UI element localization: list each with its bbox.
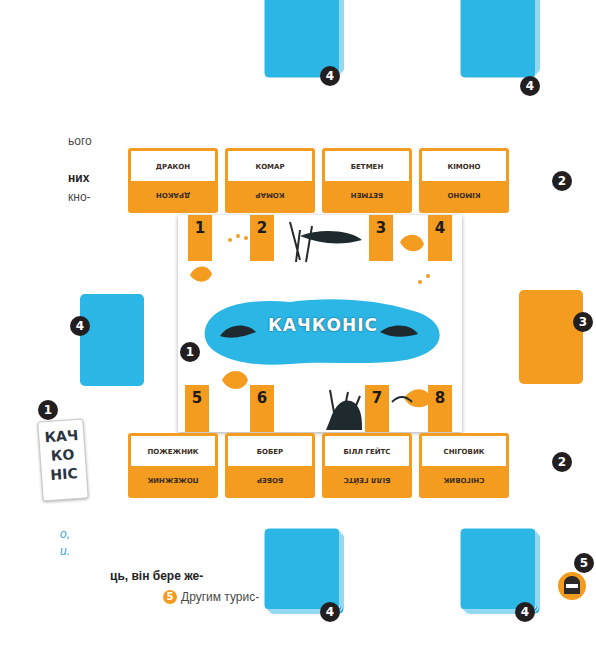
card-word: БОБЕР (228, 476, 312, 484)
number-tab: 4 (428, 215, 452, 261)
callout-number: 1 (38, 400, 58, 420)
text-fragment: кно- (68, 190, 91, 204)
card-stack (460, 528, 540, 614)
word-card: СНІГОВИК СНІГОВИК (419, 433, 509, 498)
pond (205, 299, 440, 365)
word-card: БЕТМЕН БЕТМЕН (322, 148, 412, 213)
word-card: ПОЖЕЖНИК ПОЖЕЖНИК (128, 433, 218, 498)
tab-number: 6 (250, 389, 274, 407)
game-box: КАЧ КО НІС (37, 418, 88, 501)
card-word: СНІГОВИК (422, 448, 506, 456)
pond-rock (220, 326, 256, 338)
callout-number: 2 (552, 452, 572, 472)
card-word: КОМАР (228, 163, 312, 171)
text-fragment: и. (60, 544, 70, 558)
dot (426, 274, 430, 278)
callout-number: 4 (320, 66, 340, 86)
card-word: БОБЕР (228, 448, 312, 456)
dot (244, 236, 248, 240)
number-tab: 2 (250, 215, 274, 261)
card-word: БЕТМЕН (325, 191, 409, 199)
tab-number: 1 (188, 219, 212, 237)
callout-number: 4 (515, 602, 535, 622)
blue-card (80, 294, 144, 386)
dot (236, 234, 240, 238)
word-card: КІМОНО КІМОНО (419, 148, 509, 213)
text-fragment: них (68, 171, 89, 185)
number-tab: 1 (188, 215, 212, 261)
card-stack (460, 0, 540, 78)
card-word: ПОЖЕЖНИК (131, 448, 215, 456)
card-stack-layer (460, 0, 536, 78)
callout-number: 4 (70, 316, 90, 336)
card-word: БІЛЛ ГЕЙТС (325, 476, 409, 484)
player-token (557, 571, 587, 601)
card-word: БЕТМЕН (325, 163, 409, 171)
word-card: КОМАР КОМАР (225, 148, 315, 213)
text-fragment: ього (68, 134, 92, 148)
card-word: КІМОНО (422, 191, 506, 199)
number-tab: 7 (365, 385, 389, 432)
callout-number: 1 (180, 342, 200, 362)
callout-number: 5 (574, 553, 594, 573)
card-word: КІМОНО (422, 163, 506, 171)
text-fragment: о, (60, 527, 70, 541)
card-word: БІЛЛ ГЕЙТС (325, 448, 409, 456)
board-title: КАЧКОНІС (228, 315, 418, 335)
card-stack-layer (264, 528, 340, 610)
callout-number: 2 (552, 171, 572, 191)
word-card: БОБЕР БОБЕР (225, 433, 315, 498)
orange-card (519, 290, 583, 384)
card-word: ДРАКОН (131, 163, 215, 171)
card-word: КОМАР (228, 191, 312, 199)
word-card: БІЛЛ ГЕЙТС БІЛЛ ГЕЙТС (322, 433, 412, 498)
tab-number: 5 (185, 389, 209, 407)
pond-rock (380, 325, 418, 336)
card-word: ПОЖЕЖНИК (131, 476, 215, 484)
card-word: СНІГОВИК (422, 476, 506, 484)
word-card: ДРАКОН ДРАКОН (128, 148, 218, 213)
card-stack-layer (460, 528, 536, 610)
callout-number: 4 (320, 602, 340, 622)
number-tab: 3 (369, 215, 393, 261)
callout-number: 5 (163, 590, 177, 604)
number-tab: 8 (428, 385, 452, 432)
token-disc (557, 571, 587, 601)
number-tab: 6 (250, 385, 274, 432)
tab-number: 2 (250, 219, 274, 237)
box-title: КАЧ КО НІС (42, 426, 84, 486)
callout-number: 3 (573, 312, 593, 332)
dot (418, 280, 422, 284)
callout-number: 4 (520, 76, 540, 96)
tab-number: 4 (428, 219, 452, 237)
tab-number: 7 (365, 389, 389, 407)
dot (228, 238, 232, 242)
card-word: ДРАКОН (131, 191, 215, 199)
text-fragment: ць, він бере же- (110, 569, 203, 583)
text-fragment: Другим турис- (181, 590, 259, 604)
card-stack (264, 528, 344, 614)
tab-number: 3 (369, 219, 393, 237)
tab-number: 8 (428, 389, 452, 407)
token-figure (564, 576, 580, 594)
token-visor (566, 584, 578, 588)
number-tab: 5 (185, 385, 209, 432)
